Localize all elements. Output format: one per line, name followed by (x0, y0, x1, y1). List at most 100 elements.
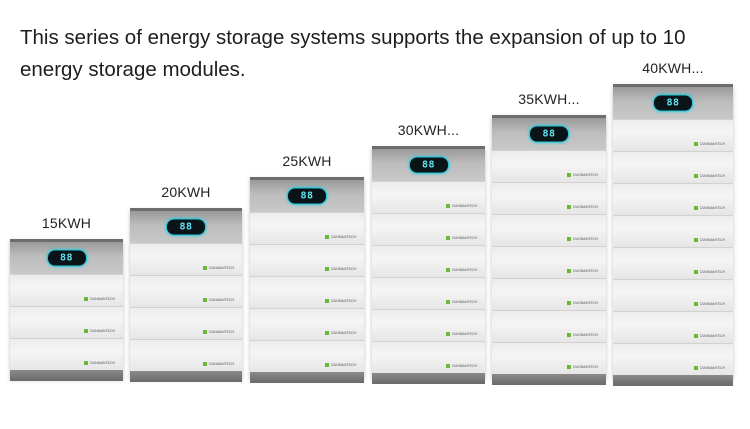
leaf-icon (325, 267, 330, 271)
brand-name: DUNMANTECH (90, 329, 115, 333)
base-plinth (130, 371, 242, 382)
brand-logo: DUNMANTECH (567, 333, 598, 337)
battery-module: DUNMANTECH (613, 183, 733, 215)
battery-module: DUNMANTECH (492, 310, 606, 342)
leaf-icon (203, 298, 208, 302)
controller-module: 88 (250, 177, 364, 212)
battery-module: DUNMANTECH (10, 306, 123, 338)
brand-logo: DUNMANTECH (694, 302, 725, 306)
capacity-label: 30KWH... (397, 122, 460, 138)
leaf-icon (446, 364, 451, 368)
digital-display: 88 (529, 125, 569, 143)
brand-name: DUNMANTECH (452, 204, 477, 208)
controller-module: 88 (130, 208, 242, 243)
battery-module: DUNMANTECH (372, 341, 485, 373)
digital-display: 88 (166, 218, 206, 236)
battery-module: DUNMANTECH (130, 275, 242, 307)
brand-logo: DUNMANTECH (446, 268, 477, 272)
battery-module: DUNMANTECH (613, 215, 733, 247)
brand-logo: DUNMANTECH (694, 206, 725, 210)
leaf-icon (84, 297, 89, 301)
leaf-icon (694, 142, 699, 146)
leaf-icon (203, 362, 208, 366)
brand-logo: DUNMANTECH (694, 238, 725, 242)
controller-module: 88 (372, 146, 485, 181)
brand-logo: DUNMANTECH (325, 267, 356, 271)
battery-module: DUNMANTECH (130, 307, 242, 339)
brand-name: DUNMANTECH (331, 363, 356, 367)
battery-module: DUNMANTECH (372, 277, 485, 309)
battery-module: DUNMANTECH (130, 243, 242, 275)
leaf-icon (567, 365, 572, 369)
headline-line-2: energy storage modules. (20, 58, 246, 81)
leaf-icon (567, 237, 572, 241)
brand-logo: DUNMANTECH (567, 365, 598, 369)
leaf-icon (84, 329, 89, 333)
headline-line-1: This series of energy storage systems su… (20, 26, 686, 49)
digital-display: 88 (653, 94, 693, 112)
brand-logo: DUNMANTECH (567, 301, 598, 305)
digital-display: 88 (408, 156, 449, 174)
brand-logo: DUNMANTECH (694, 334, 725, 338)
battery-module: DUNMANTECH (492, 342, 606, 374)
battery-module: DUNMANTECH (613, 151, 733, 183)
leaf-icon (446, 268, 451, 272)
brand-name: DUNMANTECH (700, 334, 725, 338)
leaf-icon (567, 205, 572, 209)
battery-module: DUNMANTECH (10, 274, 123, 306)
battery-module: DUNMANTECH (492, 214, 606, 246)
leaf-icon (446, 332, 451, 336)
brand-name: DUNMANTECH (700, 238, 725, 242)
leaf-icon (325, 299, 330, 303)
capacity-label: 20KWH (161, 184, 211, 200)
brand-logo: DUNMANTECH (446, 364, 477, 368)
controller-module: 88 (10, 239, 123, 274)
brand-logo: DUNMANTECH (694, 366, 725, 370)
brand-logo: DUNMANTECH (84, 297, 115, 301)
brand-name: DUNMANTECH (573, 301, 598, 305)
capacity-label: 25KWH (282, 153, 332, 169)
brand-name: DUNMANTECH (573, 333, 598, 337)
brand-name: DUNMANTECH (452, 300, 477, 304)
battery-module: DUNMANTECH (372, 245, 485, 277)
brand-logo: DUNMANTECH (567, 173, 598, 177)
leaf-icon (694, 238, 699, 242)
leaf-icon (446, 236, 451, 240)
brand-logo: DUNMANTECH (203, 362, 234, 366)
base-plinth (250, 372, 364, 383)
base-plinth (10, 370, 123, 381)
leaf-icon (567, 269, 572, 273)
brand-name: DUNMANTECH (90, 361, 115, 365)
brand-name: DUNMANTECH (209, 330, 234, 334)
battery-module: DUNMANTECH (492, 150, 606, 182)
brand-name: DUNMANTECH (452, 332, 477, 336)
capacity-label: 40KWH... (642, 60, 704, 76)
capacity-label: 15KWH (41, 215, 92, 231)
brand-name: DUNMANTECH (452, 236, 477, 240)
brand-logo: DUNMANTECH (325, 363, 356, 367)
battery-module: DUNMANTECH (372, 213, 485, 245)
brand-logo: DUNMANTECH (694, 270, 725, 274)
brand-logo: DUNMANTECH (446, 300, 477, 304)
battery-module: DUNMANTECH (613, 247, 733, 279)
brand-name: DUNMANTECH (209, 298, 234, 302)
digital-display: 88 (46, 249, 87, 267)
brand-name: DUNMANTECH (209, 362, 234, 366)
brand-logo: DUNMANTECH (446, 236, 477, 240)
leaf-icon (203, 266, 208, 270)
brand-name: DUNMANTECH (700, 302, 725, 306)
brand-name: DUNMANTECH (573, 173, 598, 177)
brand-logo: DUNMANTECH (446, 332, 477, 336)
brand-name: DUNMANTECH (573, 237, 598, 241)
leaf-icon (203, 330, 208, 334)
brand-name: DUNMANTECH (452, 268, 477, 272)
brand-name: DUNMANTECH (90, 297, 115, 301)
leaf-icon (694, 174, 699, 178)
